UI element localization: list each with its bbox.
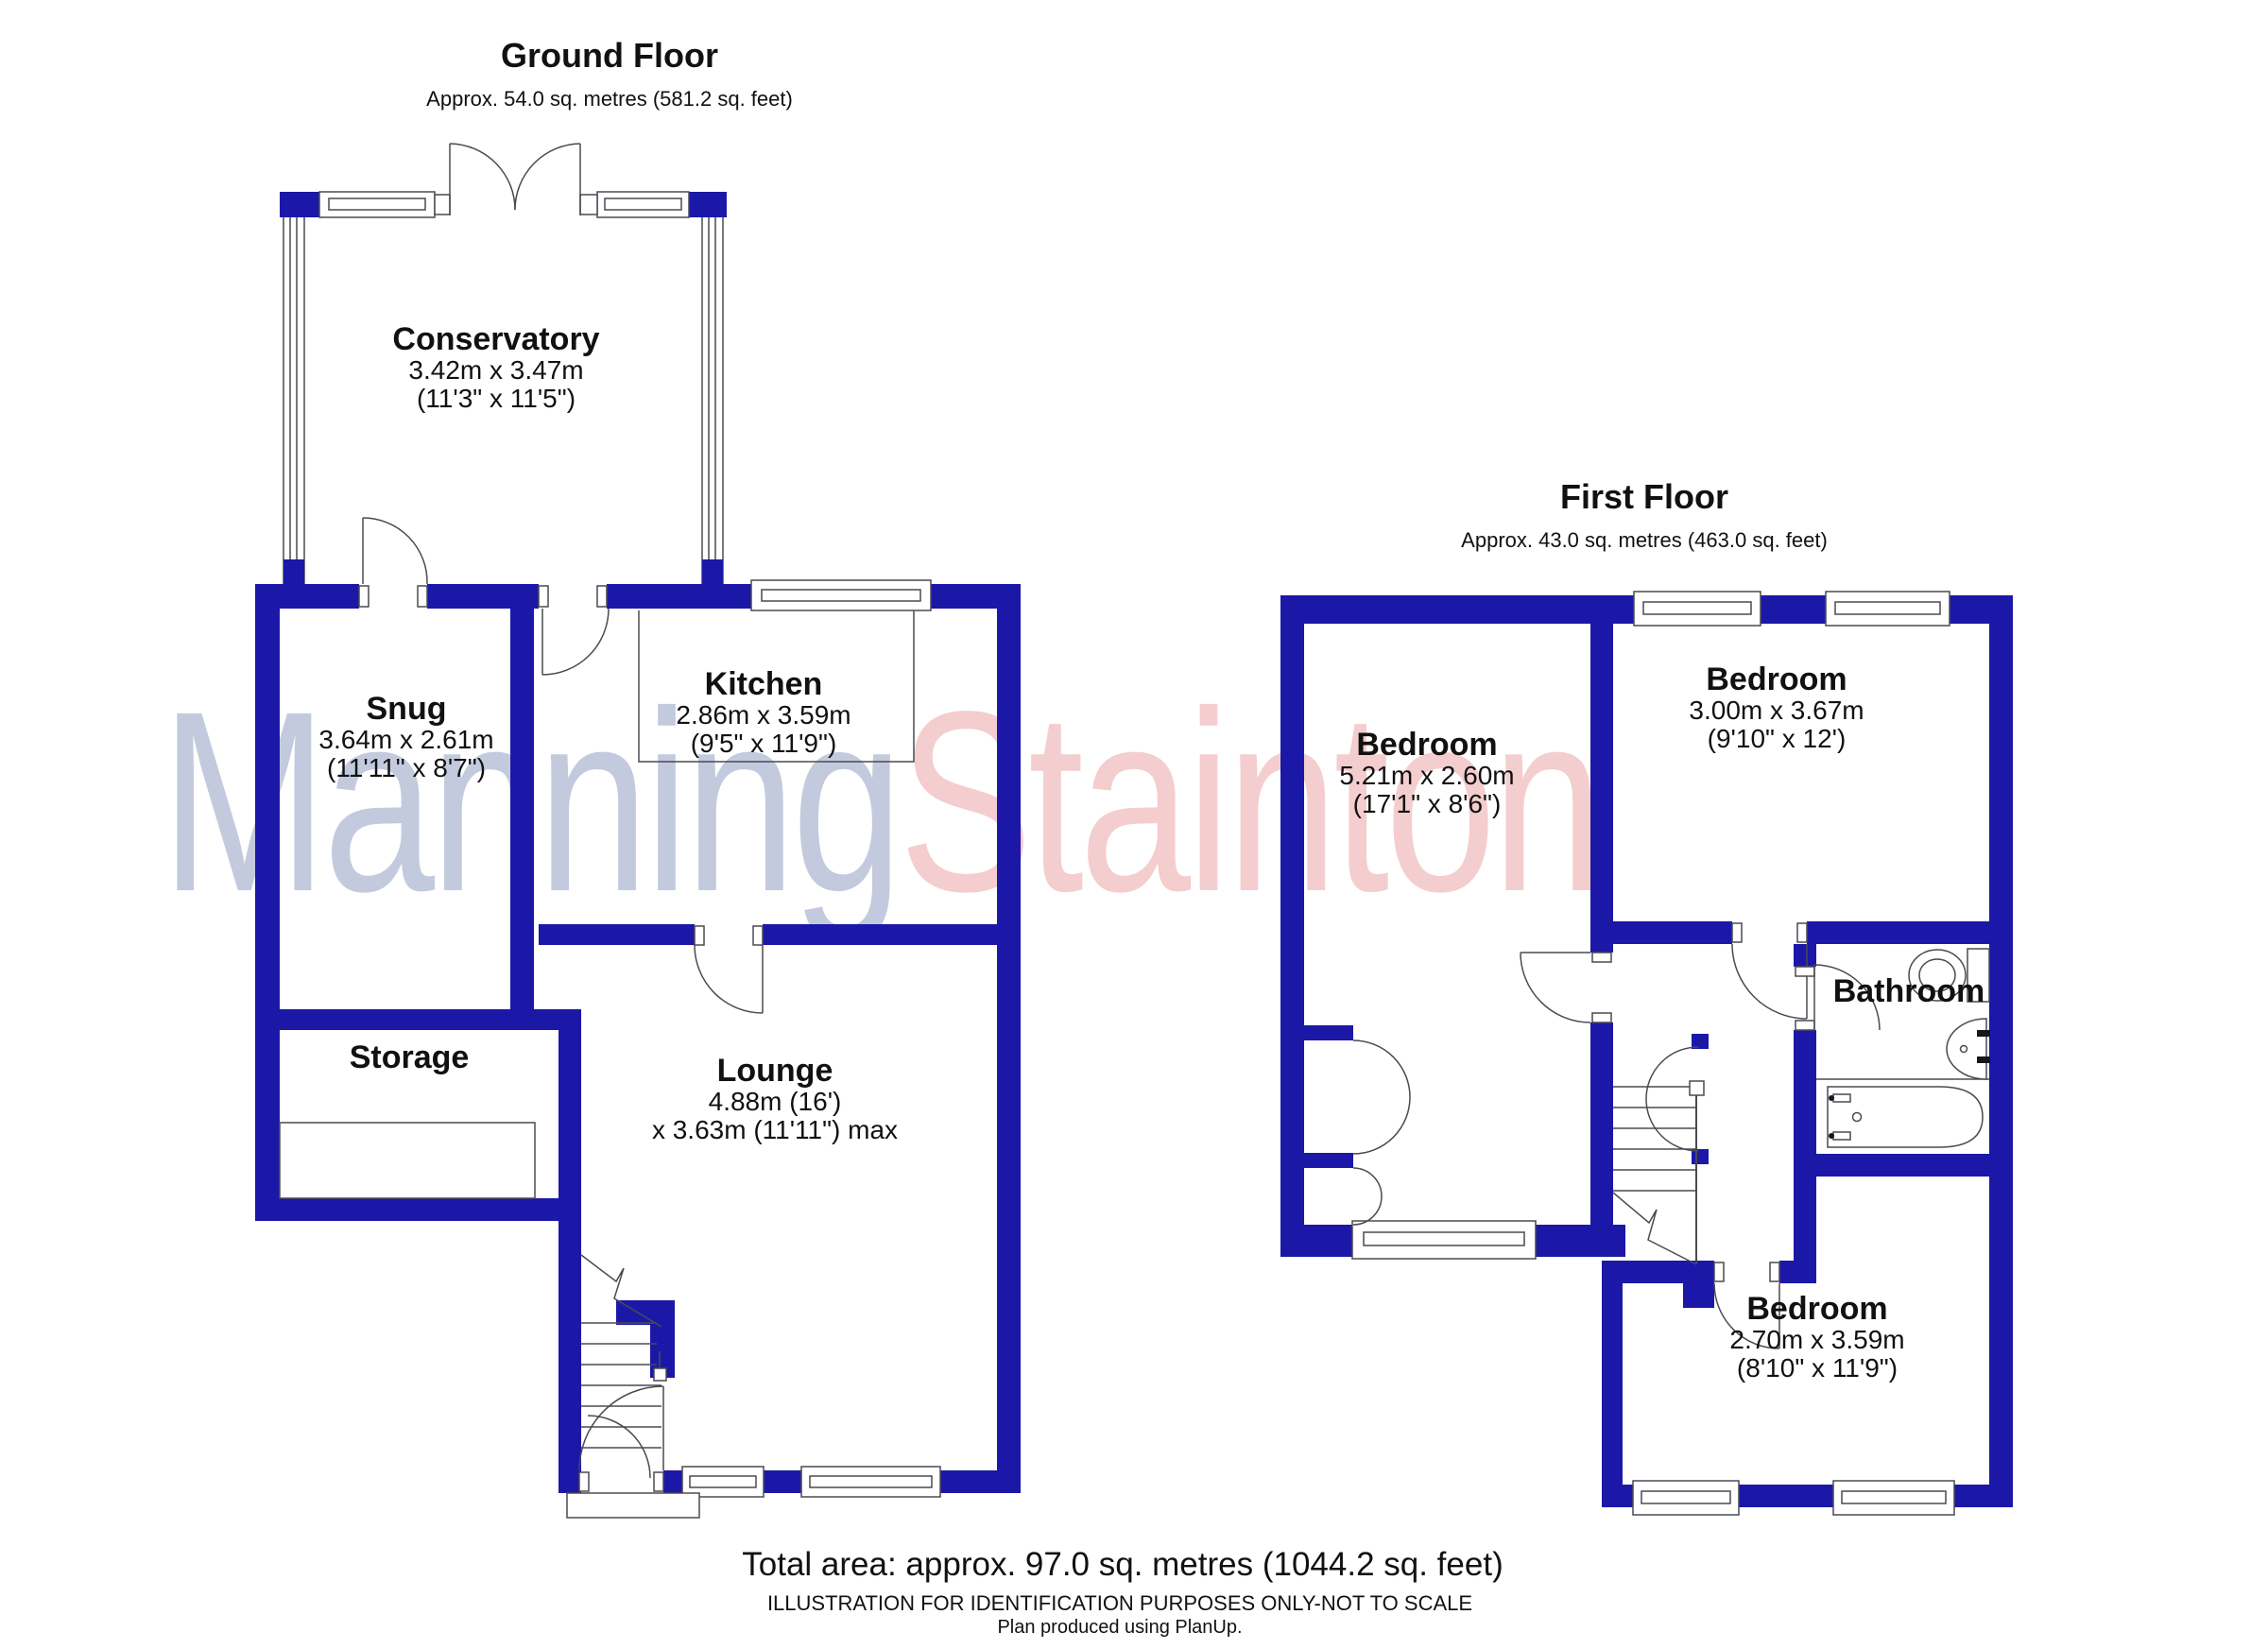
bedroom-top-right-window-right — [1825, 591, 1950, 627]
first-floor-doors — [1352, 922, 1881, 1349]
room-label-bedroom-bottom: Bedroom 2.70m x 3.59m (8'10" x 11'9") — [1729, 1291, 1905, 1383]
room-label-conservatory: Conservatory 3.42m x 3.47m (11'3" x 11'5… — [392, 321, 600, 413]
bedroom-bottom-window-right — [1832, 1480, 1955, 1516]
porch-step — [566, 1492, 700, 1519]
ground-floor-walls — [255, 584, 1021, 1493]
storage-cupboard — [279, 1122, 536, 1199]
room-label-bedroom-left: Bedroom 5.21m x 2.60m (17'1" x 8'6") — [1339, 727, 1515, 818]
first-floor-area-text: Approx. 43.0 sq. metres (463.0 sq. feet) — [1461, 528, 1828, 552]
ground-floor-stairs — [580, 1254, 667, 1449]
room-label-kitchen: Kitchen 2.86m x 3.59m (9'5" x 11'9") — [676, 666, 851, 758]
room-label-lounge: Lounge 4.88m (16') x 3.63m (11'11") max — [651, 1053, 899, 1144]
total-area-text: Total area: approx. 97.0 sq. metres (104… — [742, 1546, 1503, 1583]
room-label-bedroom-top-right: Bedroom 3.00m x 3.67m (9'10" x 12') — [1689, 661, 1864, 753]
lounge-window-right — [800, 1466, 941, 1498]
sink — [1946, 1018, 1990, 1080]
ground-floor-doors — [358, 517, 764, 1492]
bedroom-top-right-window-left — [1633, 591, 1761, 627]
room-label-storage: Storage — [349, 1039, 470, 1075]
room-label-snug: Snug 3.64m x 2.61m (11'11" x 8'7") — [318, 691, 494, 782]
ground-floor-area-text: Approx. 54.0 sq. metres (581.2 sq. feet) — [426, 87, 793, 111]
french-doors — [449, 143, 581, 215]
lounge-window-left — [681, 1466, 765, 1498]
ground-floor-title: Ground Floor Approx. 54.0 sq. metres (58… — [426, 36, 793, 113]
first-floor-walls — [1280, 595, 2013, 1507]
bedroom-left-window — [1351, 1220, 1537, 1260]
bedroom-bottom-window-left — [1632, 1480, 1740, 1516]
room-label-bathroom: Bathroom — [1832, 973, 1985, 1009]
first-floor-stairs — [1612, 1080, 1705, 1265]
kitchen-counter — [638, 610, 915, 763]
conservatory-window-right — [596, 191, 690, 218]
ground-floor-title-text: Ground Floor — [501, 36, 718, 75]
first-floor-plan — [1280, 591, 2013, 1516]
first-floor-title: First Floor Approx. 43.0 sq. metres (463… — [1461, 477, 1828, 555]
first-floor-title-text: First Floor — [1560, 477, 1728, 516]
bath-tub — [1827, 1086, 1984, 1148]
bathroom-fixtures — [1816, 948, 1990, 1148]
ground-floor-plan — [255, 143, 1021, 1519]
produced-by-text: Plan produced using PlanUp. — [997, 1617, 1243, 1638]
toilet — [1908, 948, 1990, 1003]
kitchen-window — [750, 579, 932, 611]
conservatory-window-left — [318, 191, 436, 218]
disclaimer-text: ILLUSTRATION FOR IDENTIFICATION PURPOSES… — [766, 1591, 1473, 1615]
